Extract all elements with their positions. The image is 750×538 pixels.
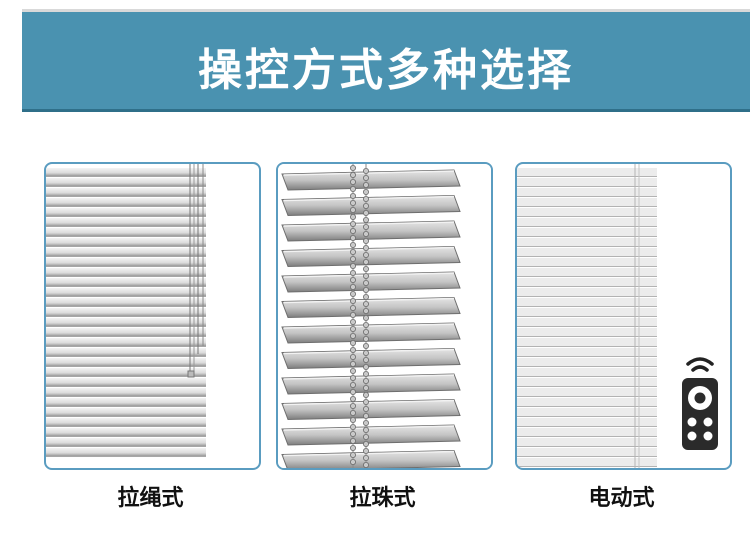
remote-control-icon xyxy=(682,357,718,450)
header-banner: 操控方式多种选择 xyxy=(22,9,750,109)
option-label-cord: 拉绳式 xyxy=(117,486,184,511)
motorized-blind-illustration xyxy=(517,164,657,468)
option-card-motorized[interactable] xyxy=(515,162,732,470)
option-card-bead-chain[interactable] xyxy=(276,162,493,470)
page-title: 操控方式多种选择 xyxy=(198,45,574,96)
option-label-bead-chain: 拉珠式 xyxy=(349,486,416,511)
bead-chain-blind-illustration xyxy=(278,164,491,468)
cord-blind-illustration xyxy=(46,164,206,457)
option-label-motorized: 电动式 xyxy=(588,486,655,511)
option-card-cord[interactable] xyxy=(44,162,261,470)
